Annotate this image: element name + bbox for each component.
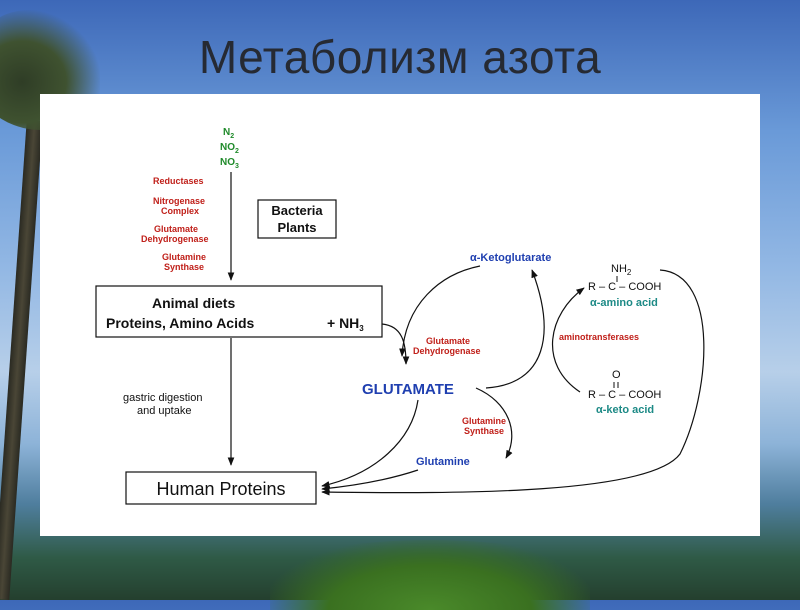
glutamate-label: GLUTAMATE: [362, 381, 454, 398]
digestion-line-1: gastric digestion: [123, 392, 203, 404]
keto-acid-label: α-keto acid: [596, 404, 654, 416]
arrow-nh3-to-glutamate: [381, 323, 410, 365]
arrow-glutamine-to-proteins: [321, 469, 419, 492]
palm-trunk-decoration: [0, 120, 43, 600]
nitrogen-metabolism-diagram: N2 NO2 NO3 Reductases Nitrogenase Comple…: [95, 127, 705, 505]
slide-title: Метаболизм азота: [198, 31, 602, 83]
aminotransferases-label: aminotransferases: [559, 332, 639, 342]
nitrogenase-label-1: Nitrogenase: [153, 196, 205, 206]
arrow-akg-to-glutamate: [399, 265, 481, 357]
nh2-label: NH2: [611, 263, 632, 277]
diagram-panel: N2 NO2 NO3 Reductases Nitrogenase Comple…: [40, 94, 760, 536]
amino-acid-formula: R – C – COOH: [588, 281, 661, 293]
organisms-line-2: Plants: [277, 220, 316, 235]
no2-label: NO2: [220, 142, 239, 155]
diet-line-1: Animal diets: [152, 295, 235, 311]
diet-line-2: Proteins, Amino Acids: [106, 315, 255, 331]
arrow-glutamate-to-akg: [485, 269, 545, 389]
diet-plus-nh3: + NH3: [327, 315, 364, 333]
human-proteins-box: [125, 471, 317, 505]
glutamine-label: Glutamine: [416, 456, 470, 468]
n2-label: N2: [223, 127, 234, 140]
arrow-glutamate-to-proteins: [321, 399, 419, 488]
nitrogenase-label-2: Complex: [161, 206, 199, 216]
amino-acid-label: α-amino acid: [590, 297, 658, 309]
arrow-amino-acid-to-proteins: [321, 269, 705, 496]
gdh-left-label-2: Dehydrogenase: [141, 234, 209, 244]
bush-decoration-bottom: [270, 540, 590, 610]
digestion-line-2: and uptake: [137, 405, 191, 417]
gs-left-label-1: Glutamine: [162, 252, 206, 262]
gdh-left-label-1: Glutamate: [154, 224, 198, 234]
diet-box: [95, 285, 383, 338]
gdh-center-label-1: Glutamate: [426, 336, 470, 346]
organisms-line-1: Bacteria: [271, 203, 323, 218]
gs-center-label-2: Synthase: [464, 426, 504, 436]
human-proteins-label: Human Proteins: [156, 479, 285, 499]
keto-acid-formula: R – C – COOH: [588, 389, 661, 401]
arrow-glutamate-to-glutamine: [475, 387, 513, 459]
no3-label: NO3: [220, 157, 239, 170]
gs-center-label-1: Glutamine: [462, 416, 506, 426]
gs-left-label-2: Synthase: [164, 262, 204, 272]
reductases-label: Reductases: [153, 176, 204, 186]
arrow-keto-to-amino: [551, 287, 585, 393]
alpha-ketoglutarate-label: α-Ketoglutarate: [470, 252, 551, 264]
gdh-center-label-2: Dehydrogenase: [413, 346, 481, 356]
keto-oxygen-label: O: [612, 369, 621, 381]
organisms-box: [257, 199, 337, 239]
